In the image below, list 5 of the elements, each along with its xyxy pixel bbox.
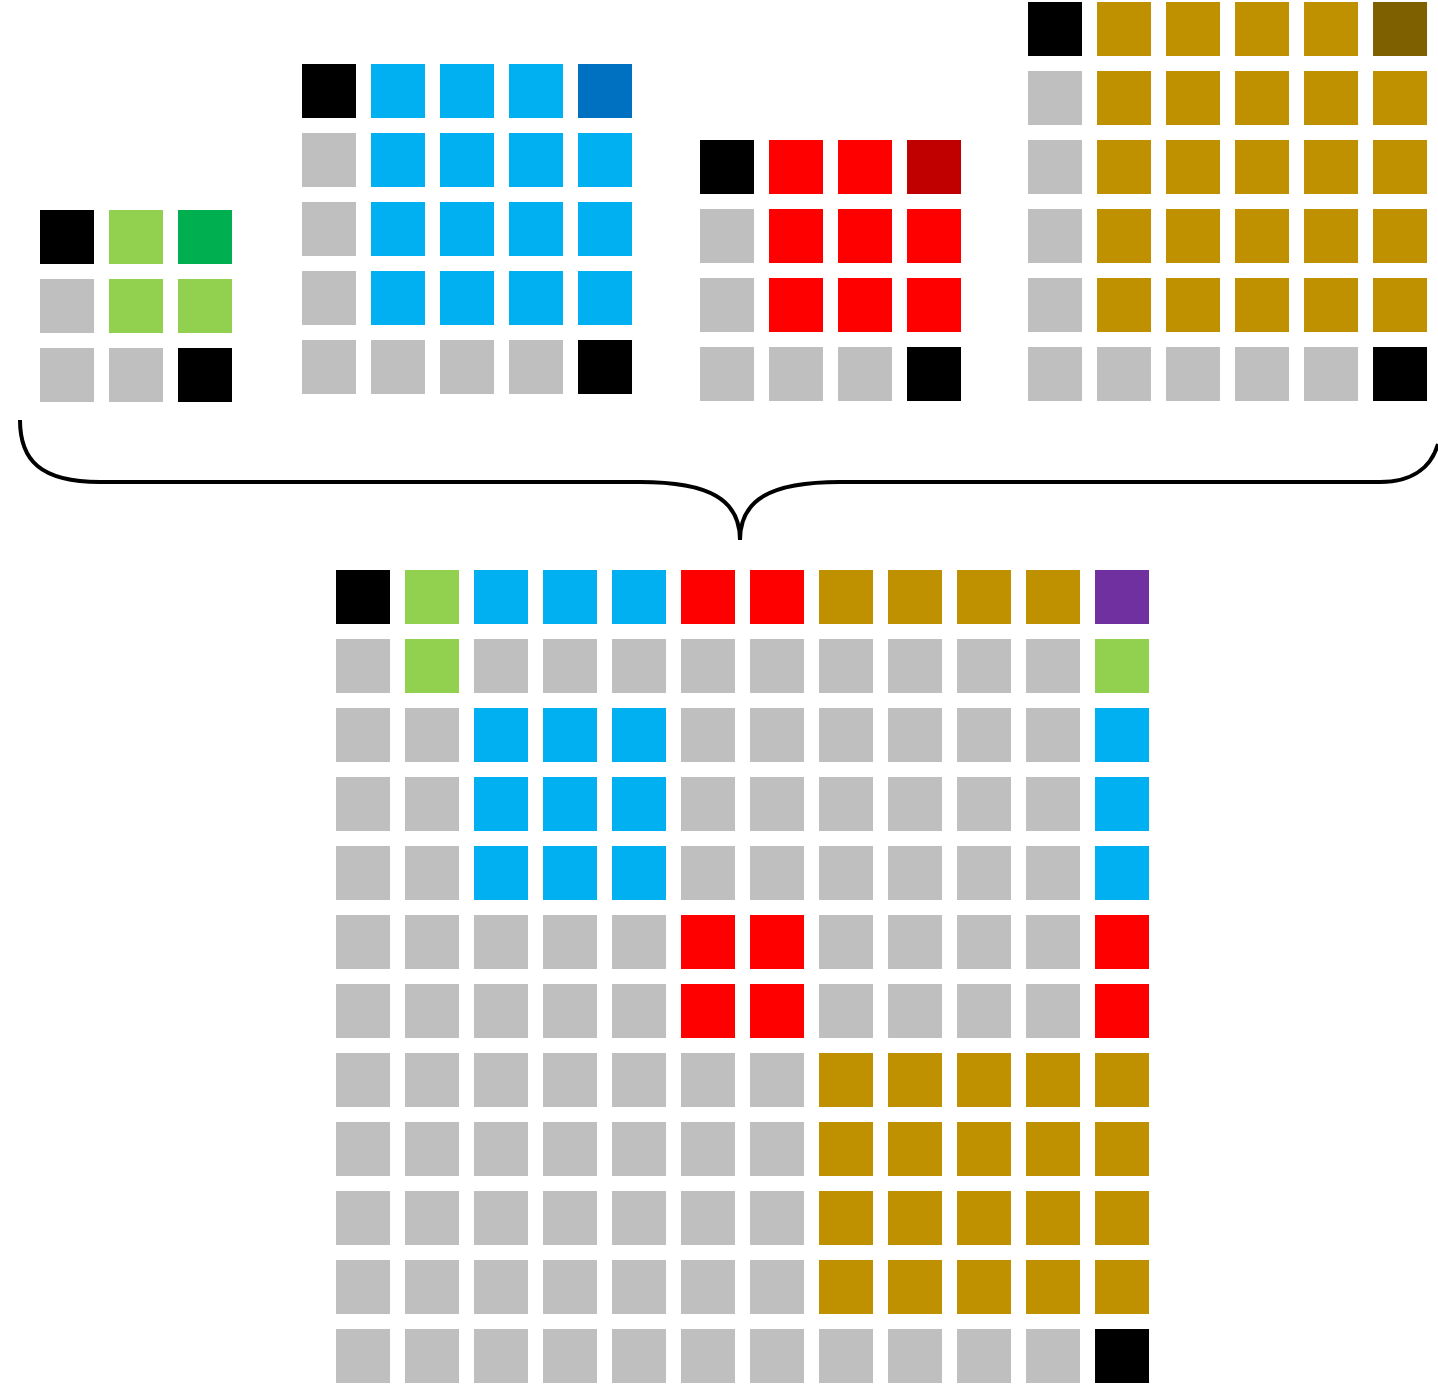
- matrix-drawing: [40, 210, 232, 402]
- matrix-drawing: [700, 140, 961, 401]
- matrix-drawing: [336, 570, 1149, 1383]
- matrix-drawing: [1028, 2, 1428, 401]
- matrix-drawing: [302, 64, 632, 394]
